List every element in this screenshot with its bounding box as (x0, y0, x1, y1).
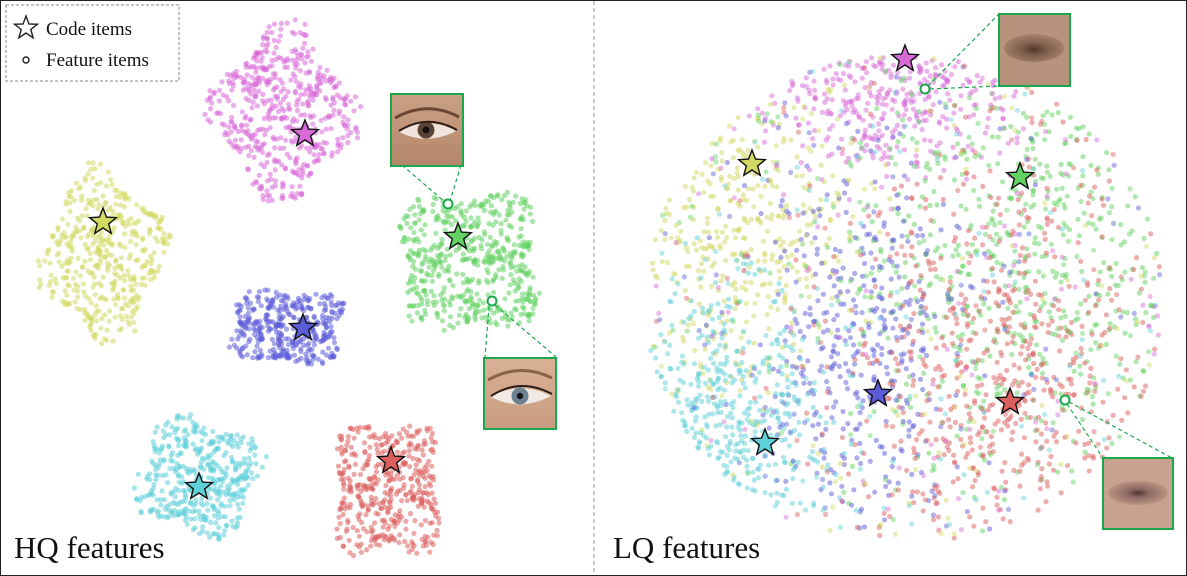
lq-feature-points (648, 52, 1163, 541)
highlight-feature-point (1059, 394, 1071, 406)
lq-blue-code-star-icon (862, 378, 894, 407)
lq-magenta-code-star-icon (889, 43, 921, 72)
hq-green-code-star-icon (442, 221, 474, 250)
highlight-feature-point (442, 198, 454, 210)
lq-cyan-code-star-icon (749, 427, 781, 456)
eye-patch-lq-2 (1102, 457, 1174, 530)
hq-callout-2 (483, 295, 557, 430)
highlight-feature-point (919, 83, 931, 95)
hq-red-code-star-icon (375, 445, 407, 474)
circle-icon (22, 56, 30, 64)
hq-magenta-code-star-icon (289, 118, 321, 147)
star-icon (12, 13, 40, 40)
hq-feature-points (35, 17, 543, 559)
hq-blue-code-star-icon (287, 312, 319, 341)
hq-code-items (87, 118, 474, 500)
lq-yellow-code-star-icon (736, 148, 768, 177)
eye-patch-lq-1 (998, 13, 1071, 87)
eye-patch-hq-2 (483, 357, 557, 430)
lq-panel-title: LQ features (613, 530, 760, 565)
lq-red-code-star-icon (994, 386, 1026, 415)
legend: Code items Feature items (5, 4, 180, 82)
highlight-feature-point (486, 295, 498, 307)
hq-cyan-code-star-icon (183, 471, 215, 500)
lq-callout-1 (919, 13, 1071, 95)
hq-yellow-code-star-icon (87, 206, 119, 235)
legend-box (5, 4, 180, 82)
legend-feature-label: Feature items (46, 50, 149, 71)
hq-panel-title: HQ features (14, 530, 165, 565)
lq-code-items (736, 43, 1036, 456)
lq-callout-2 (1059, 394, 1174, 530)
hq-callout-1 (390, 93, 464, 210)
legend-code-label: Code items (46, 19, 132, 40)
lq-green-code-star-icon (1004, 161, 1036, 190)
eye-patch-hq-1 (390, 93, 464, 167)
